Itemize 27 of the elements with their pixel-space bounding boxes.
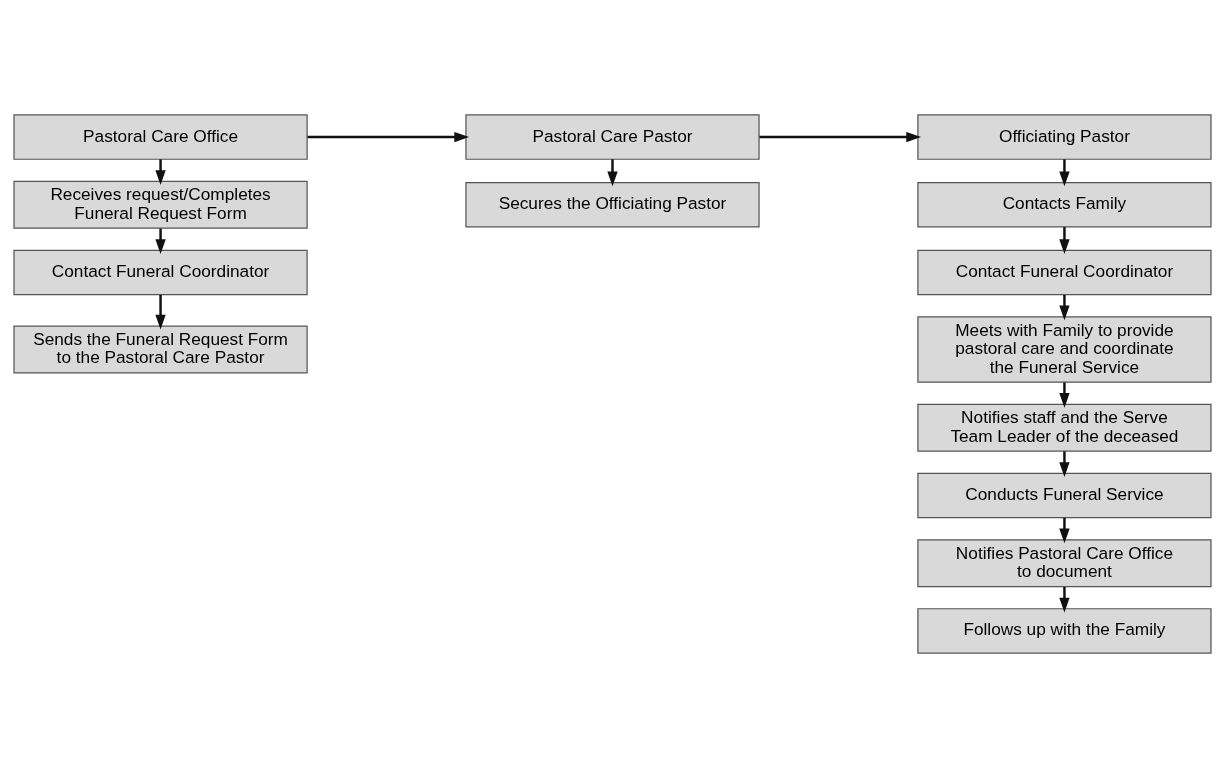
node-box: Contact Funeral Coordinator xyxy=(917,249,1212,295)
node-box: Follows up with the Family xyxy=(917,607,1212,654)
arrow xyxy=(155,294,166,329)
node-box: Contact Funeral Coordinator xyxy=(13,249,308,295)
node-box: Receives request/Completes Funeral Request Form xyxy=(13,180,308,229)
arrow xyxy=(155,228,166,254)
node-box: Conducts Funeral Service xyxy=(917,472,1212,518)
arrow xyxy=(307,131,470,142)
node-box: Secures the Officiating Pastor xyxy=(465,181,760,228)
arrow xyxy=(607,158,618,186)
arrow xyxy=(1059,450,1070,477)
node-box: Pastoral Care Pastor xyxy=(465,113,760,160)
arrow xyxy=(1059,158,1070,186)
node-box: Contacts Family xyxy=(917,181,1212,228)
arrow xyxy=(1059,381,1070,408)
node-box: Pastoral Care Office xyxy=(13,113,308,160)
arrow xyxy=(155,158,166,185)
node-box: Officiating Pastor xyxy=(917,113,1212,160)
node-box: Sends the Funeral Request Form to the Pastoral Care Pastor xyxy=(13,325,308,374)
node-box: Notifies Pastoral Care Office to document xyxy=(917,538,1212,587)
node-box: Meets with Family to provide pastoral care and coordinate the Funeral Service xyxy=(917,315,1212,383)
arrow xyxy=(1059,517,1070,543)
arrow xyxy=(1059,226,1070,254)
node-box: Notifies staff and the Serve Team Leader of the deceased xyxy=(917,403,1212,452)
arrow xyxy=(1059,586,1070,612)
arrow xyxy=(759,131,922,142)
arrow xyxy=(1059,294,1070,320)
